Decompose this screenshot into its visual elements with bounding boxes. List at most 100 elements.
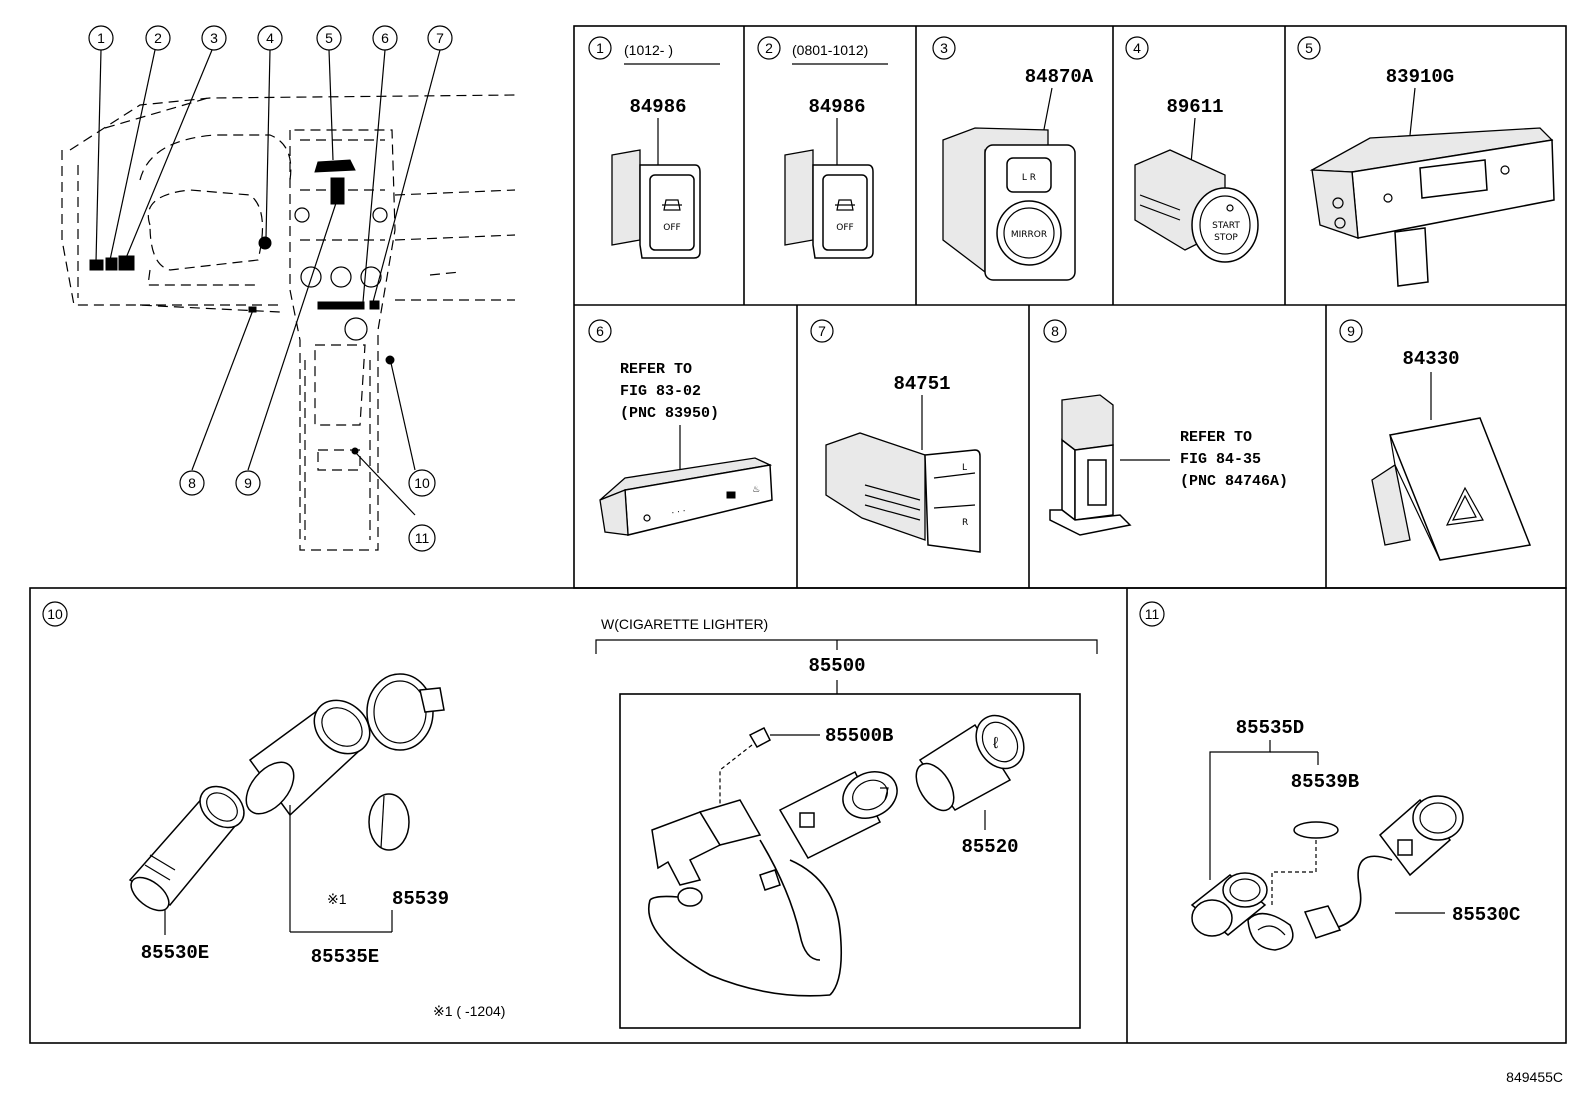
lighter-socket-harness-icon bbox=[648, 726, 898, 997]
socket-with-cap-icon bbox=[1190, 872, 1294, 951]
panel-1-number: 1 bbox=[596, 40, 604, 56]
callout-4: 4 bbox=[257, 25, 283, 51]
svg-text:9: 9 bbox=[244, 475, 252, 491]
panel-7: 7 84751 L R bbox=[810, 319, 981, 553]
panel-6-refer-line-1: REFER TO bbox=[620, 361, 692, 378]
panel-2-range: (0801-1012) bbox=[792, 42, 868, 58]
callout-11: 11 bbox=[408, 524, 436, 552]
clock-display-icon bbox=[1309, 127, 1555, 287]
panel-6-number: 6 bbox=[596, 323, 604, 339]
panel-9: 9 84330 bbox=[1339, 319, 1532, 561]
part-85530c-label: 85530C bbox=[1452, 904, 1520, 926]
svg-text:1: 1 bbox=[97, 30, 105, 46]
svg-text:START: START bbox=[1212, 221, 1240, 231]
hazard-switch-icon bbox=[1371, 417, 1532, 561]
panel-9-number: 9 bbox=[1347, 323, 1355, 339]
cap-icon bbox=[1293, 821, 1339, 839]
part-85539-label: 85539 bbox=[392, 888, 449, 910]
panel-frames bbox=[29, 25, 1567, 1044]
part-85500b-label: 85500B bbox=[825, 725, 893, 747]
callout-7: 7 bbox=[427, 25, 453, 51]
cigarette-lighter-header: W(CIGARETTE LIGHTER) bbox=[601, 616, 768, 632]
part-85539-mark: ※1 bbox=[327, 891, 347, 907]
panel-11: 11 85535D 85539B 85530C bbox=[1139, 601, 1520, 951]
svg-text:ℓ: ℓ bbox=[993, 735, 998, 752]
socket-with-cap-icon bbox=[245, 673, 445, 817]
figure-id: 849455C bbox=[1506, 1069, 1563, 1085]
panel-6-refer-line-2: FIG 83-02 bbox=[620, 383, 701, 400]
callout-9: 9 bbox=[235, 470, 261, 496]
panel-1: 1 (1012- ) 84986 OFF bbox=[588, 36, 720, 259]
switch-strip-icon: · · · ♨ bbox=[599, 457, 773, 536]
panel-2: 2 (0801-1012) 84986 OFF bbox=[757, 36, 888, 259]
callout-2: 2 bbox=[145, 25, 171, 51]
panel-5-part-number: 83910G bbox=[1386, 66, 1454, 88]
panel-5: 5 83910G bbox=[1297, 36, 1555, 287]
mirror-label: MIRROR bbox=[1011, 230, 1047, 240]
part-85520-label: 85520 bbox=[961, 836, 1018, 858]
callouts: 1 2 3 4 5 6 7 8 9 10 11 bbox=[88, 25, 453, 552]
socket-icon bbox=[1049, 394, 1132, 536]
panel-2-number: 2 bbox=[765, 40, 773, 56]
svg-text:7: 7 bbox=[436, 30, 444, 46]
panel-7-part-number: 84751 bbox=[893, 373, 950, 395]
panel-10-number: 10 bbox=[47, 606, 63, 622]
part-85539b-label: 85539B bbox=[1291, 771, 1359, 793]
cap-icon bbox=[368, 793, 410, 851]
seat-heater-switch-icon: L R bbox=[825, 432, 981, 553]
lighter-plug-icon: ℓ bbox=[915, 714, 1025, 812]
panel-11-number: 11 bbox=[1145, 606, 1160, 622]
panel-4: 4 89611 START STOP bbox=[1125, 36, 1259, 263]
panel-8: 8 REFER TO FIG 84-35 (PNC 84746A) bbox=[1043, 319, 1288, 536]
engine-start-button-icon: START STOP bbox=[1134, 149, 1259, 263]
panel-8-refer-line-3: (PNC 84746A) bbox=[1180, 473, 1288, 490]
callout-6: 6 bbox=[372, 25, 398, 51]
callout-3: 3 bbox=[201, 25, 227, 51]
part-85535d-label: 85535D bbox=[1236, 717, 1304, 739]
panel-10: 10 85530E 85535E 85539 bbox=[42, 601, 1098, 1029]
svg-text:6: 6 bbox=[381, 30, 389, 46]
callout-1: 1 bbox=[88, 25, 114, 51]
footnote: ※1 ( -1204) bbox=[433, 1003, 505, 1019]
svg-text:· · ·: · · · bbox=[671, 507, 687, 519]
svg-text:4: 4 bbox=[266, 30, 274, 46]
svg-text:3: 3 bbox=[210, 30, 218, 46]
part-85535e-label: 85535E bbox=[311, 946, 379, 968]
callout-8: 8 bbox=[179, 470, 205, 496]
power-socket-icon bbox=[128, 785, 245, 912]
vsc-off-switch-icon: OFF bbox=[611, 149, 701, 259]
power-socket-icon bbox=[1303, 795, 1464, 939]
panel-3-number: 3 bbox=[940, 40, 948, 56]
panel-1-range: (1012- ) bbox=[624, 42, 673, 58]
mirror-switch-icon: L R MIRROR bbox=[942, 127, 1076, 281]
callout-10: 10 bbox=[408, 469, 436, 497]
panel-6: 6 REFER TO FIG 83-02 (PNC 83950) · · · ♨ bbox=[588, 319, 773, 536]
svg-text:11: 11 bbox=[415, 530, 430, 546]
svg-text:L R: L R bbox=[1022, 173, 1036, 183]
panel-8-refer-line-1: REFER TO bbox=[1180, 429, 1252, 446]
panel-2-part-number: 84986 bbox=[808, 96, 865, 118]
svg-text:OFF: OFF bbox=[836, 223, 853, 233]
part-85500-label: 85500 bbox=[808, 655, 865, 677]
vsc-off-switch-icon: OFF bbox=[784, 149, 874, 259]
part-85530e-label: 85530E bbox=[141, 942, 209, 964]
panel-1-part-number: 84986 bbox=[629, 96, 686, 118]
dashboard-overview bbox=[61, 49, 516, 551]
svg-text:10: 10 bbox=[414, 475, 430, 491]
panel-8-refer-line-2: FIG 84-35 bbox=[1180, 451, 1261, 468]
panel-4-part-number: 89611 bbox=[1166, 96, 1223, 118]
panel-3: 3 84870A L R MIRROR bbox=[932, 36, 1094, 281]
panel-4-number: 4 bbox=[1133, 40, 1141, 56]
svg-text:2: 2 bbox=[154, 30, 162, 46]
callout-5: 5 bbox=[316, 25, 342, 51]
svg-text:R: R bbox=[962, 518, 968, 528]
panel-7-number: 7 bbox=[818, 323, 826, 339]
panel-6-refer-line-3: (PNC 83950) bbox=[620, 405, 719, 422]
svg-text:8: 8 bbox=[188, 475, 196, 491]
panel-3-part-number: 84870A bbox=[1025, 66, 1094, 88]
panel-9-part-number: 84330 bbox=[1402, 348, 1459, 370]
svg-text:OFF: OFF bbox=[663, 223, 680, 233]
panel-8-number: 8 bbox=[1051, 323, 1059, 339]
svg-text:5: 5 bbox=[325, 30, 333, 46]
